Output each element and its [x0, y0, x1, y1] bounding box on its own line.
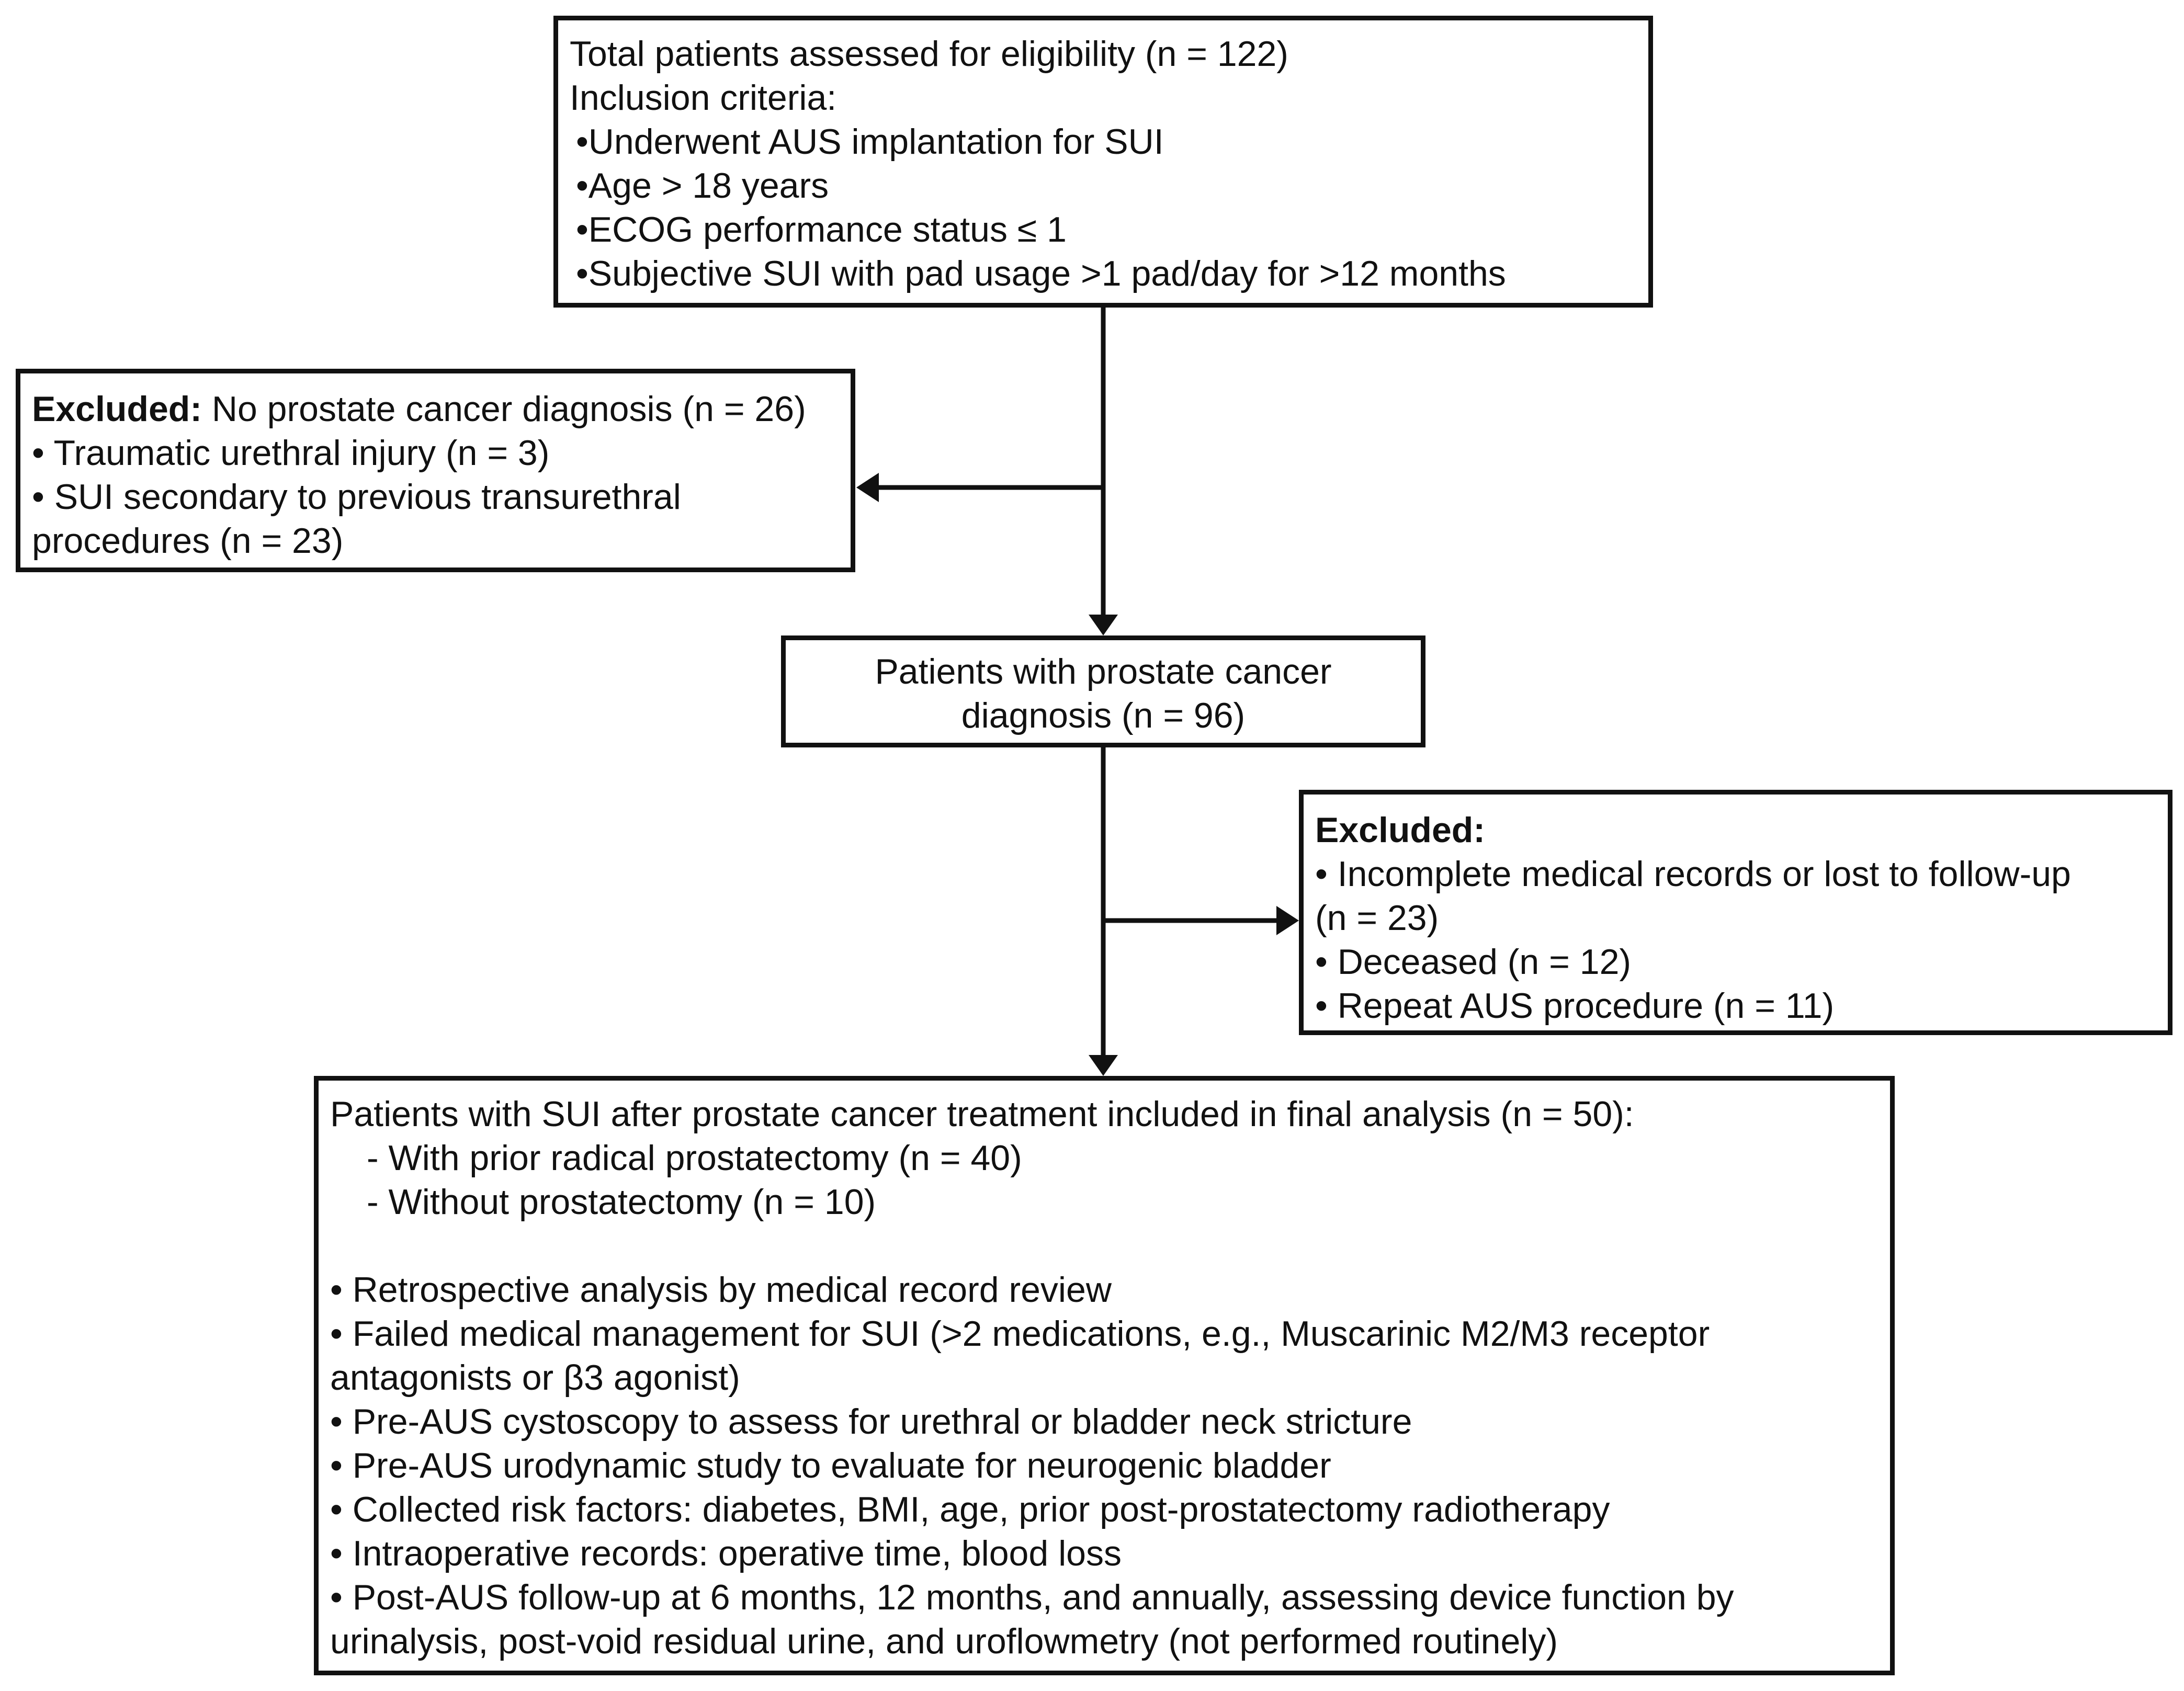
arrow-right-to-excluded-2 [1276, 906, 1299, 935]
prostate-box-line: diagnosis (n = 96) [961, 696, 1246, 735]
method-item: • Retrospective analysis by medical reco… [330, 1270, 1112, 1310]
exclusion-1-reason: No prostate cancer diagnosis (n = 26) [201, 389, 806, 429]
method-item: • Intraoperative records: operative time… [330, 1534, 1122, 1573]
final-analysis-title: Patients with SUI after prostate cancer … [330, 1094, 1634, 1134]
exclusion-1-line: • Traumatic urethral injury (n = 3) [32, 433, 550, 473]
final-analysis-box: Patients with SUI after prostate cancer … [314, 1076, 1895, 1675]
exclusion-2-line: • Incomplete medical records or lost to … [1315, 854, 2071, 894]
method-item: • Post-AUS follow-up at 6 months, 12 mon… [330, 1577, 1734, 1617]
inclusion-item: •ECOG performance status ≤ 1 [576, 210, 1067, 249]
exclusion-1-heading: Excluded: No prostate cancer diagnosis (… [32, 387, 851, 431]
exclusion-2-line: (n = 23) [1315, 898, 1439, 938]
exclusion-2-line: • Deceased (n = 12) [1315, 942, 1632, 982]
method-item: • Failed medical management for SUI (>2 … [330, 1314, 1710, 1354]
eligibility-title: Total patients assessed for eligibility … [570, 34, 1288, 74]
method-item: • Pre-AUS urodynamic study to evaluate f… [330, 1446, 1331, 1485]
subgroup-item: - Without prostatectomy (n = 10) [367, 1182, 876, 1222]
arrow-down-to-final-box [1089, 1055, 1118, 1076]
exclusion-2-line: • Repeat AUS procedure (n = 11) [1315, 986, 1835, 1026]
method-item: • Pre-AUS cystoscopy to assess for ureth… [330, 1402, 1412, 1442]
prostate-box-line: Patients with prostate cancer [875, 652, 1332, 691]
exclusion-1-line: • SUI secondary to previous transurethra… [32, 477, 681, 517]
inclusion-item: •Subjective SUI with pad usage >1 pad/da… [576, 254, 1506, 293]
exclusion-box-2: Excluded: • Incomplete medical records o… [1299, 790, 2172, 1035]
inclusion-criteria-heading: Inclusion criteria: [570, 78, 837, 118]
exclusion-box-1: Excluded: No prostate cancer diagnosis (… [16, 369, 855, 572]
eligibility-box: Total patients assessed for eligibility … [553, 16, 1653, 308]
excluded-label: Excluded: [32, 389, 202, 429]
exclusion-1-line: procedures (n = 23) [32, 521, 344, 561]
subgroup-item: - With prior radical prostatectomy (n = … [367, 1138, 1022, 1178]
method-item: urinalysis, post-void residual urine, an… [330, 1621, 1558, 1661]
inclusion-item: •Age > 18 years [576, 166, 829, 206]
arrow-left-to-excluded-1 [856, 473, 879, 502]
spacer [330, 1224, 1890, 1268]
method-item: • Collected risk factors: diabetes, BMI,… [330, 1490, 1610, 1529]
inclusion-item: •Underwent AUS implantation for SUI [576, 122, 1164, 162]
method-item: antagonists or β3 agonist) [330, 1358, 740, 1398]
excluded-label: Excluded: [1315, 810, 1485, 850]
arrow-down-to-prostate-box [1089, 615, 1118, 635]
prostate-cancer-box: Patients with prostate cancer diagnosis … [781, 635, 1425, 747]
